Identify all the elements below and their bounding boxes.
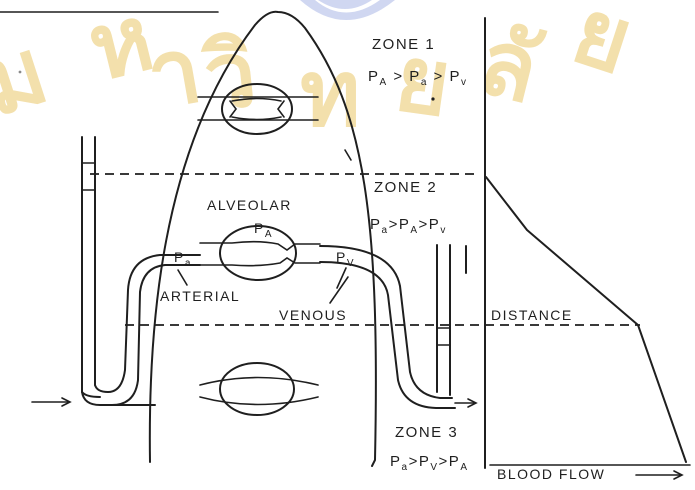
- svg-text:ลั: ลั: [469, 6, 551, 125]
- zone3-title: ZONE 3: [395, 424, 458, 441]
- svg-text:ย: ย: [561, 0, 646, 95]
- stray-dot: [431, 97, 434, 100]
- distance-label: DISTANCE: [491, 307, 573, 323]
- watermark-lettering: ม ห า วิ ท ย ลั ย: [0, 0, 645, 147]
- stray-mark: [19, 71, 22, 74]
- tick-mark: [345, 150, 351, 160]
- venous-pressure-label: PV: [336, 249, 355, 269]
- svg-text:ม: ม: [0, 16, 59, 137]
- watermark-seal: [300, 0, 395, 20]
- venous-label: VENOUS: [279, 307, 347, 323]
- venous-leader: [330, 277, 348, 303]
- zone3-pressure-relation: Pa>PV>PA: [390, 453, 468, 473]
- zone1-title: ZONE 1: [372, 36, 435, 53]
- zone2-title: ZONE 2: [374, 179, 437, 196]
- pa-leader: [178, 270, 187, 285]
- svg-text:า: า: [139, 15, 209, 130]
- alveolar-pressure-label: PA: [254, 220, 273, 240]
- svg-text:ท: ท: [300, 39, 361, 147]
- zone2-pressure-relation: Pa>PA>Pv: [370, 216, 447, 236]
- zone3-capillary: [200, 363, 318, 415]
- venous-manometer: [320, 245, 455, 408]
- blood-flow-label: BLOOD FLOW: [497, 466, 605, 482]
- alveolar-label: ALVEOLAR: [207, 197, 292, 213]
- arterial-label: ARTERIAL: [160, 288, 240, 304]
